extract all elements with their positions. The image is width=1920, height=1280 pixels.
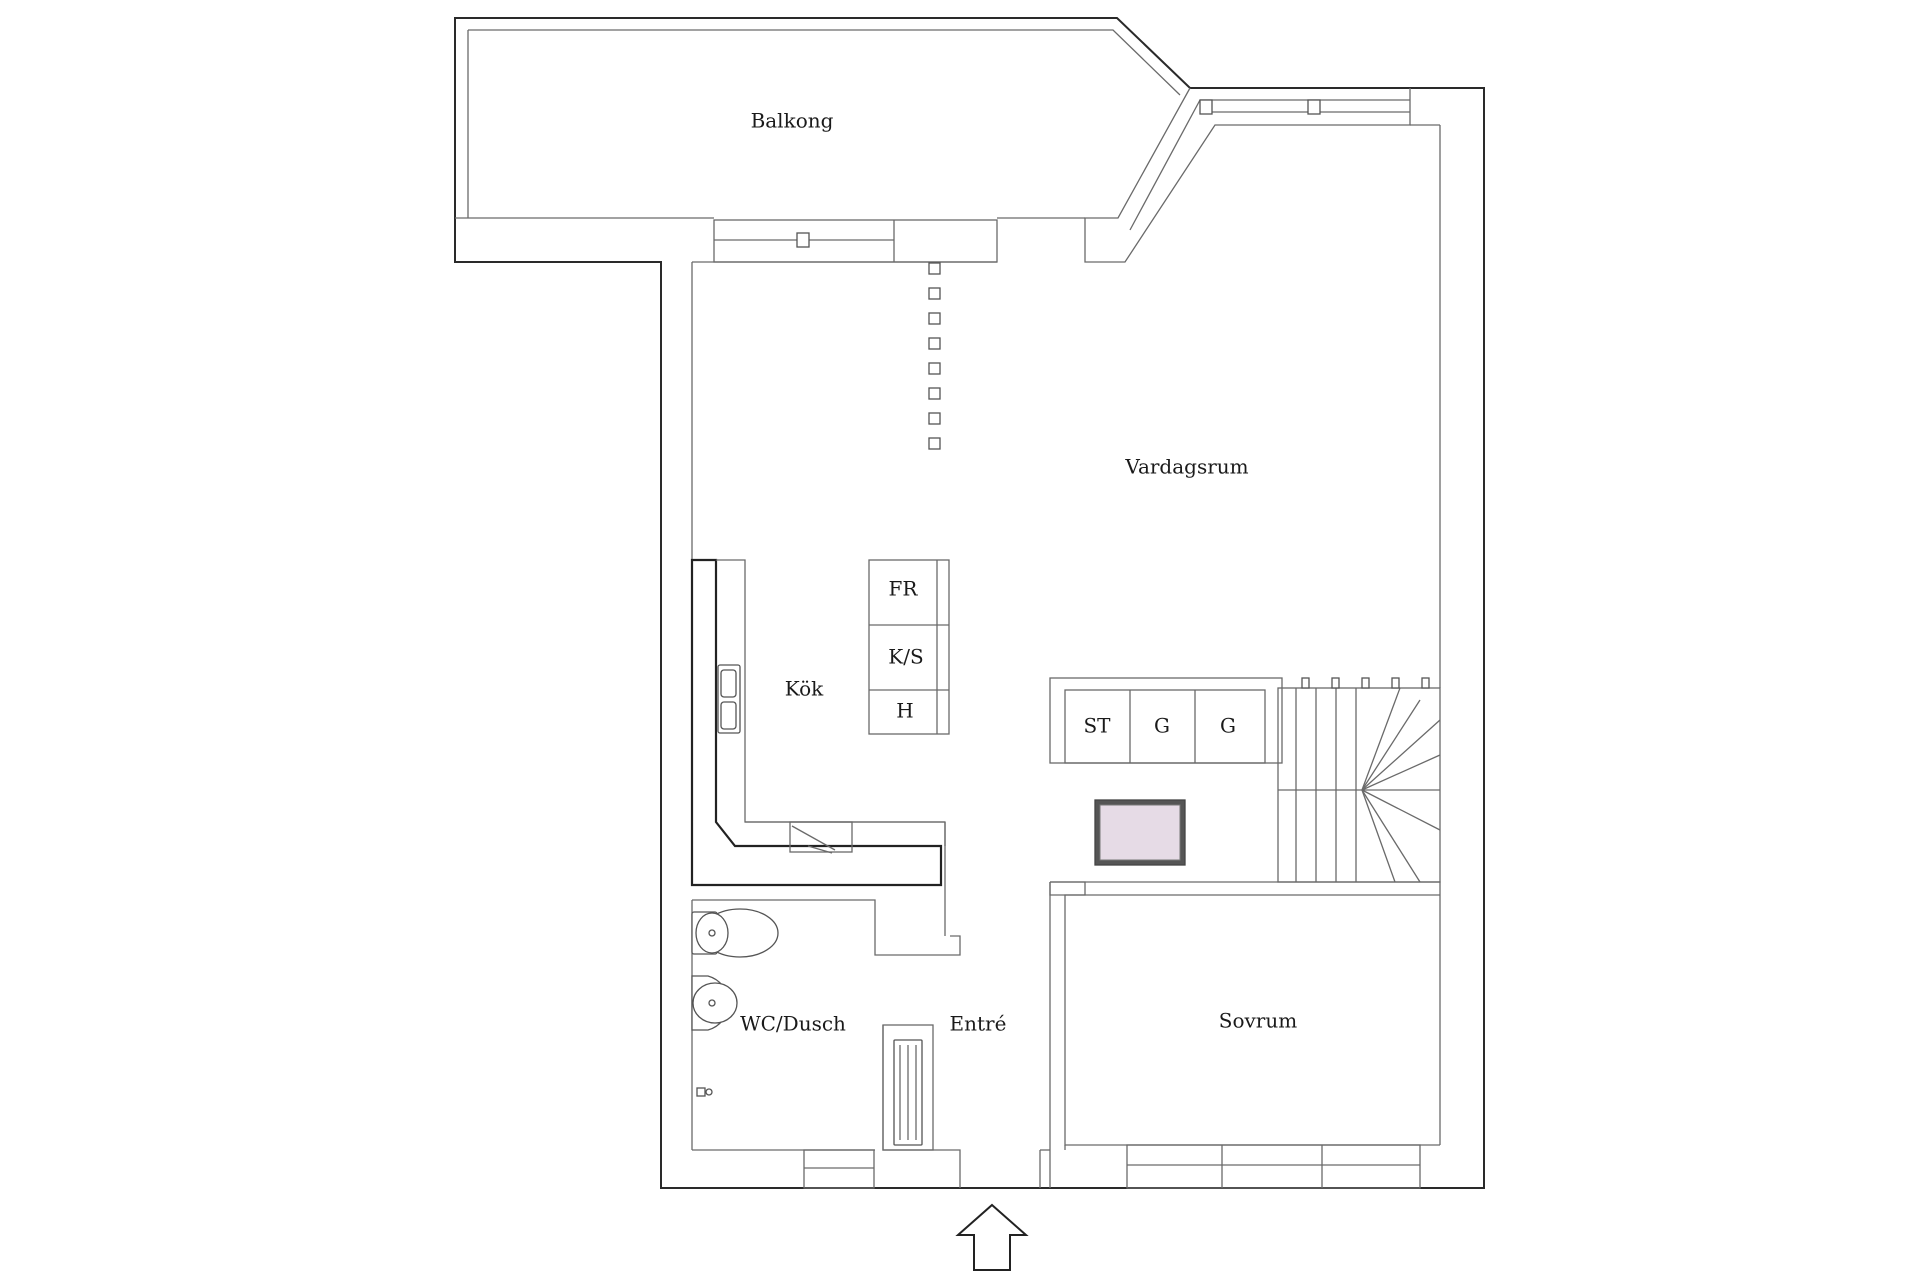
appliance-label-fr: FR <box>889 577 919 601</box>
beam-marker <box>928 287 941 300</box>
appliance-column <box>868 559 950 735</box>
beam-marker <box>928 412 941 425</box>
kitchen-counter <box>690 558 946 936</box>
beam-marker <box>928 362 941 375</box>
beam-marker <box>928 312 941 325</box>
room-label-wc-dusch: WC/Dusch <box>740 1012 846 1036</box>
entrance-arrow-icon <box>955 1203 1029 1271</box>
beam-marker <box>928 387 941 400</box>
beam-marker <box>928 262 941 275</box>
angled-window-wall <box>1084 87 1441 688</box>
stairs-icon <box>1277 677 1441 883</box>
balcony-door <box>713 219 998 263</box>
room-label-vardagsrum: Vardagsrum <box>1124 455 1248 479</box>
sink-icon <box>691 975 738 1031</box>
beam-markers <box>928 262 941 450</box>
stair-post <box>1301 677 1310 689</box>
stair-post <box>1331 677 1340 689</box>
stair-tread <box>1361 789 1421 883</box>
storage-units <box>1049 677 1283 764</box>
storage-label-st: ST <box>1083 714 1111 738</box>
stair-tread <box>1361 699 1421 791</box>
balcony <box>454 17 1485 1189</box>
beam-marker <box>928 437 941 450</box>
toilet-icon <box>691 908 779 958</box>
island-table <box>1094 799 1186 866</box>
appliance-label-h: H <box>896 699 913 723</box>
stair-post <box>1421 677 1430 689</box>
room-label-entre: Entré <box>950 1012 1007 1036</box>
stair-tread <box>1361 719 1441 791</box>
stair-post <box>1361 677 1370 689</box>
appliance-label-ks: K/S <box>888 645 923 669</box>
stair-tread <box>1361 789 1441 831</box>
stair-post <box>1391 677 1400 689</box>
shower-icon <box>696 1087 713 1097</box>
beam-marker <box>928 337 941 350</box>
room-label-balkong: Balkong <box>751 109 834 133</box>
room-label-sovrum: Sovrum <box>1219 1009 1297 1033</box>
shoe-rack <box>882 1024 934 1151</box>
stair-tread <box>1361 754 1441 791</box>
stair-tread <box>1361 789 1396 883</box>
stair-tread <box>1361 687 1401 791</box>
interior-walls <box>691 881 1441 1189</box>
storage-label-g1: G <box>1154 714 1170 738</box>
room-label-kok: Kök <box>785 677 824 701</box>
storage-label-g2: G <box>1220 714 1236 738</box>
